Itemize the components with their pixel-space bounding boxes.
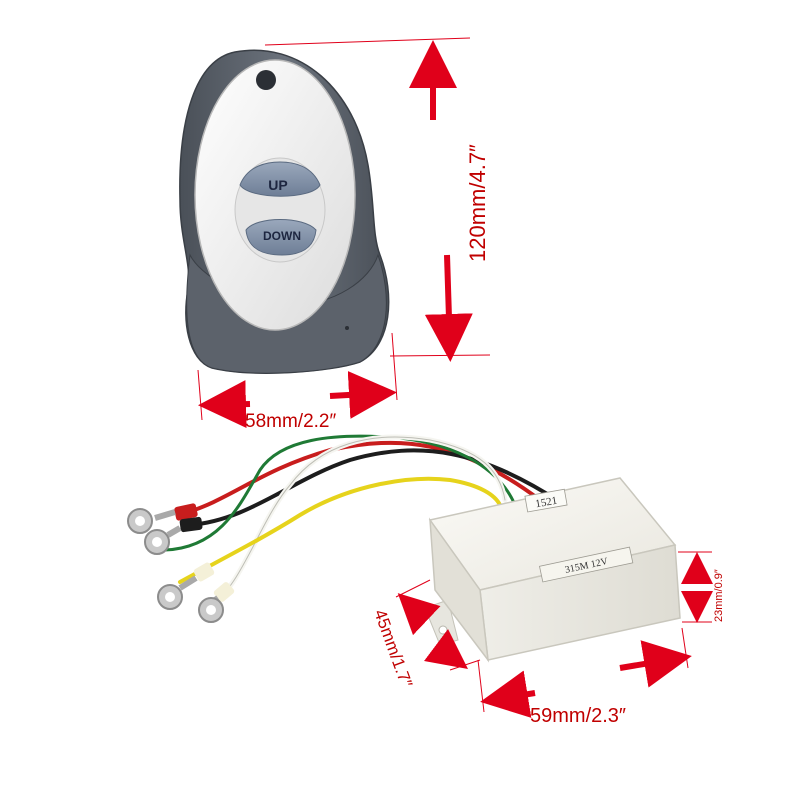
receiver-depth-label: 45mm/1.7″ [370,607,416,690]
red-wire [183,440,542,515]
green-wire [163,434,517,552]
down-button[interactable]: DOWN [245,219,317,256]
ring-terminal-red [127,503,198,534]
ring-terminal-white [198,582,235,623]
ring-terminals [127,503,235,623]
yellow-wire [178,476,502,584]
top-sticker-text: 1521 [534,495,558,511]
down-button-label: DOWN [263,229,301,243]
black-wire [188,448,562,527]
receiver-height-label: 23mm/0.9″ [713,569,725,622]
ring-terminal-black [144,516,203,555]
receiver-height-dimension: 23mm/0.9″ [678,551,725,623]
remote-height-dimension: 120mm/4.7″ [264,37,491,362]
top-sticker: 1521 [524,488,568,513]
receiver-box: 1521 315M 12V [424,477,681,663]
box-side [429,517,490,663]
remote-width-label: 58mm/2.2″ [245,411,336,432]
receiver-width-label: 59mm/2.3″ [530,705,626,727]
up-button[interactable]: UP [239,161,321,197]
keyring-hole [256,70,276,90]
remote-height-label: 120mm/4.7″ [465,144,490,262]
remote-control: UP DOWN [179,49,390,374]
wire-harness [163,434,562,608]
remote-width-dimension: 58mm/2.2″ [197,332,398,432]
receiver-width-dimension: 59mm/2.3″ [477,627,692,727]
ring-terminal-yellow [157,562,215,610]
up-button-label: UP [268,177,287,193]
remote-screw-dot [345,326,349,330]
